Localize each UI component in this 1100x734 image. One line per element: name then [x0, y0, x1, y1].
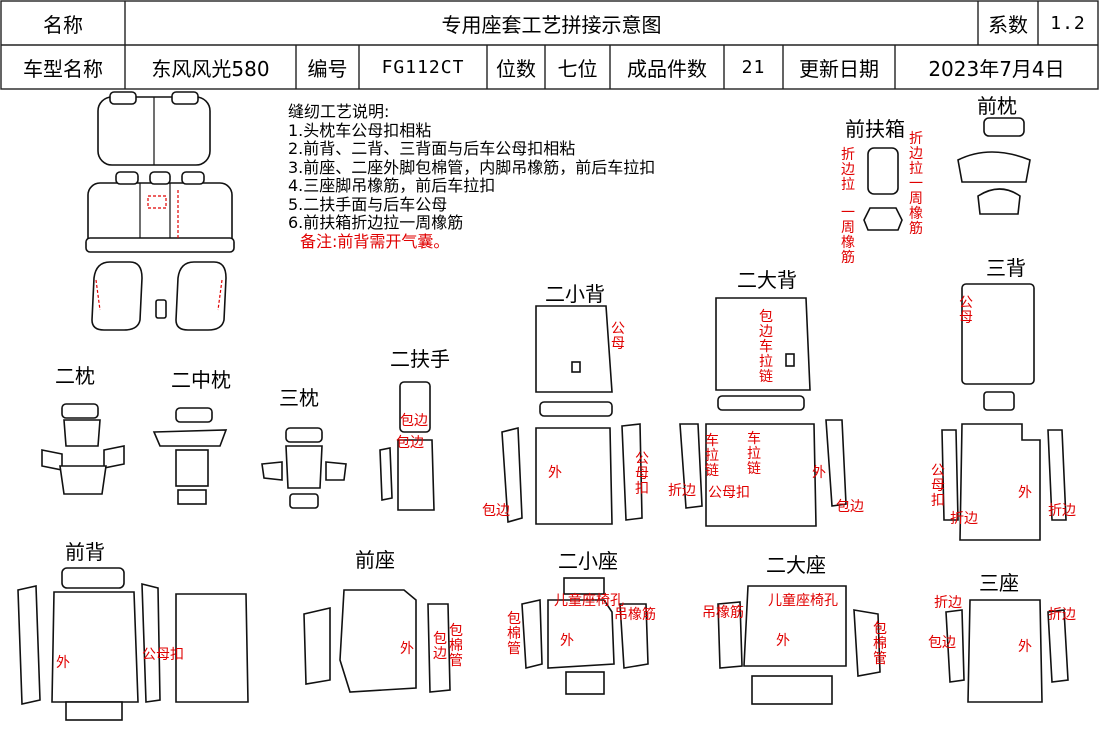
annotation-pull-zip: 车拉链 [747, 431, 761, 477]
annotation-wrap-cotton-tube: 包棉管 [873, 621, 887, 667]
coef-value: 1.2 [1050, 12, 1086, 34]
name-label: 名称 [43, 12, 83, 37]
part-label-second-small-seat: 二小座 [558, 549, 618, 573]
note-item: 5.二扶手面与后车公母 [288, 194, 448, 214]
front-seat-pattern [303, 589, 451, 693]
annotation-fold-edge: 折边 [668, 483, 696, 499]
pieces-value: 21 [741, 56, 766, 78]
sewing-notes: 缝纫工艺说明: 1.头枕车公母扣相粘 2.前背、二背、三背面与后车公母扣相粘 3… [288, 102, 656, 251]
part-label-second-small-back: 二小背 [545, 282, 605, 306]
annotation-wrap-edge: 包边 [482, 503, 510, 519]
annotation-outer: 外 [560, 633, 574, 649]
part-label-front-headrest: 前枕 [977, 94, 1017, 118]
third-seat-pattern [945, 599, 1069, 703]
annotation-wrap-cotton-tube: 包棉管 [507, 611, 521, 657]
part-label-front-back: 前背 [65, 540, 105, 564]
annotation-snap: 公母扣 [635, 451, 649, 497]
part-label-second-headrest: 二枕 [55, 364, 95, 388]
annotation-outer: 外 [400, 641, 414, 657]
header-table: 名称 专用座套工艺拼接示意图 系数 1.2 车型名称 东风风光580 编号 FG… [0, 0, 1100, 90]
part-label-second-large-seat: 二大座 [766, 553, 826, 577]
seat-assembly-overview [85, 91, 235, 331]
annotation-wrap-edge-pull-zip: 包边车拉链 [759, 309, 773, 385]
code-value: FG112CT [381, 56, 465, 78]
front-headrest-pattern [957, 117, 1031, 215]
part-label-third-back: 三背 [986, 256, 1026, 280]
annotation-wrap-edge: 包边 [836, 499, 864, 515]
annotation-wrap-edge: 包边 [396, 435, 424, 451]
annotation-pull-zip: 车拉链 [705, 433, 719, 479]
seats-value: 七位 [557, 56, 598, 81]
notes-heading: 缝纫工艺说明: [288, 102, 390, 121]
part-label-front-armbox: 前扶箱 [845, 117, 905, 141]
header-grid [0, 0, 1099, 90]
annotation-snap: 公母扣 [708, 485, 750, 501]
second-mid-headrest-pattern [152, 407, 228, 505]
seats-label: 位数 [496, 56, 536, 81]
front-back-pattern [17, 567, 249, 721]
annotation-outer: 外 [812, 465, 826, 481]
annotation-wrap-edge: 包边 [400, 413, 428, 429]
second-headrest-pattern [41, 403, 125, 495]
annotation-wrap-edge: 包边 [928, 635, 956, 651]
pieces-label: 成品件数 [627, 56, 707, 81]
annotation-wrap-cotton-tube: 包棉管 [449, 623, 463, 669]
annotation-fold-edge: 折边 [950, 511, 978, 527]
second-large-back-pattern [679, 297, 847, 527]
annotation-snap: 公母扣 [142, 647, 184, 663]
annotation-fold-edge: 折边 [1048, 503, 1076, 519]
annotation-wrap-edge: 包边 [433, 631, 447, 662]
note-item: 4.三座脚吊橡筋，前后车拉扣 [288, 176, 496, 195]
annotation-hang-elastic: 吊橡筋 [702, 605, 744, 621]
annotation-child-seat-hole: 儿童座椅孔 [554, 593, 624, 609]
third-back-pattern [941, 283, 1067, 541]
part-label-third-headrest: 三枕 [279, 386, 319, 410]
annotation-outer: 外 [548, 465, 562, 481]
part-label-front-seat: 前座 [355, 548, 395, 572]
annotation-child-seat-hole: 儿童座椅孔 [768, 593, 838, 609]
annotation-fold-pull-loop-elastic: 折边拉一周橡筋 [909, 131, 923, 237]
annotation-fold-pull: 折边拉 [841, 147, 855, 193]
coef-label: 系数 [988, 12, 1028, 37]
annotation-fold-edge: 折边 [934, 595, 962, 611]
note-item: 1.头枕车公母扣相粘 [288, 120, 432, 140]
annotation-hang-elastic: 吊橡筋 [614, 607, 656, 623]
annotation-outer: 外 [1018, 485, 1032, 501]
date-label: 更新日期 [799, 56, 879, 81]
note-item: 6.前扶箱折边拉一周橡筋 [288, 213, 464, 232]
annotation-snap-short: 公母 [611, 321, 625, 352]
notes-remark: 备注:前背需开气囊。 [300, 231, 450, 251]
second-armrest-pattern [379, 381, 435, 511]
second-small-back-pattern [501, 305, 643, 525]
third-headrest-pattern [261, 427, 347, 509]
part-label-second-mid-headrest: 二中枕 [171, 368, 231, 392]
front-armbox-pattern [863, 147, 903, 231]
annotation-outer: 外 [776, 633, 790, 649]
model-value: 东风风光580 [151, 56, 270, 81]
second-large-seat-pattern [717, 585, 881, 705]
annotation-fold-edge: 折边 [1048, 607, 1076, 623]
part-label-third-seat: 三座 [979, 571, 1019, 595]
second-small-seat-pattern [521, 577, 649, 695]
page-title: 专用座套工艺拼接示意图 [441, 12, 662, 37]
model-label: 车型名称 [23, 56, 103, 81]
annotation-outer: 外 [1018, 639, 1032, 655]
annotation-snap: 公母扣 [931, 463, 945, 509]
annotation-outer: 外 [56, 655, 70, 671]
note-item: 2.前背、二背、三背面与后车公母扣相粘 [288, 139, 576, 158]
annotation-snap-short: 公母 [959, 295, 973, 326]
part-label-second-armrest: 二扶手 [390, 347, 450, 371]
part-label-second-large-back: 二大背 [737, 268, 797, 292]
code-label: 编号 [307, 56, 348, 81]
annotation-loop-elastic: 一周橡筋 [841, 205, 855, 266]
date-value: 2023年7月4日 [928, 56, 1065, 81]
note-item: 3.前座、二座外脚包棉管，内脚吊橡筋，前后车拉扣 [288, 157, 656, 177]
